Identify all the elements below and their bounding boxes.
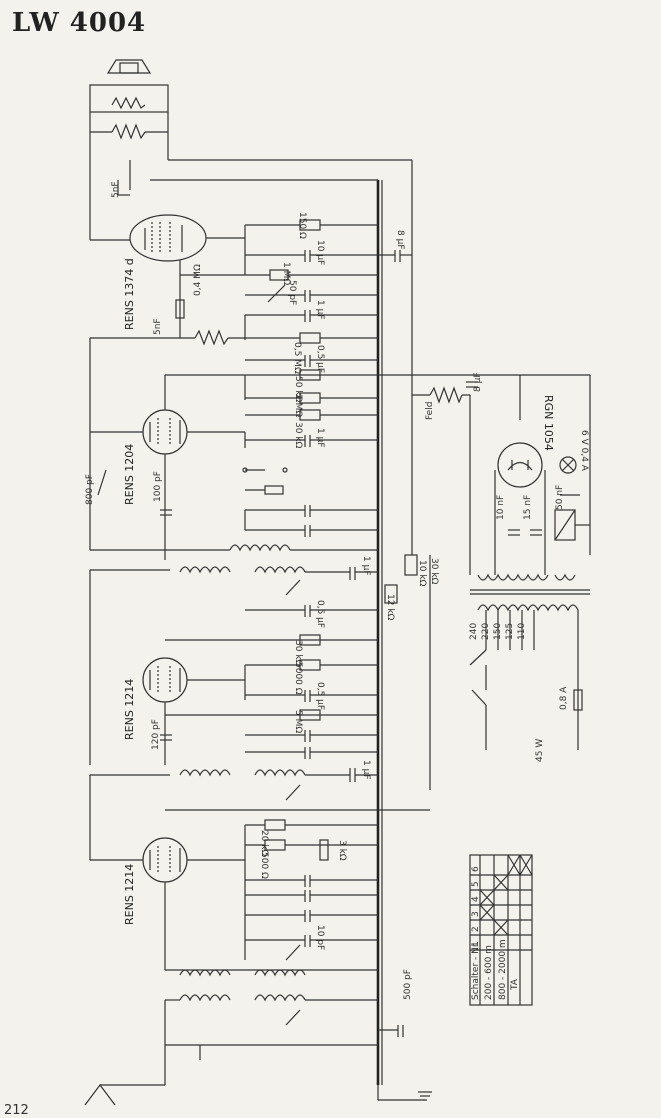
label-lamp: 6 V 0,4 A (579, 430, 589, 472)
tube-label-output: RENS 1374 d (123, 258, 136, 330)
label-20kO: 20 kΩ (259, 830, 269, 857)
tube-rectifier (497, 442, 543, 488)
label-1uF-c: 1 μF (361, 556, 371, 576)
switch-table-row-3: TA (510, 978, 520, 991)
tap-220: 220 (481, 623, 491, 640)
label-fuse: 0,8 A (559, 686, 569, 710)
label-30kO-b: 30 kΩ (429, 558, 439, 585)
switch-table-header-label: Schalter - Nr. (471, 941, 481, 1000)
label-500-ohm: 500 Ω (259, 852, 269, 879)
page-title: LW 4004 (12, 8, 147, 38)
label-30kO-c: 30 kΩ (293, 640, 303, 667)
tube-label-rectifier: RGN 1054 (542, 395, 555, 451)
label-50kO: 50 kΩ (293, 376, 303, 403)
label-1uF-b: 1 μF (315, 428, 325, 448)
svg-text:2: 2 (471, 926, 481, 932)
label-power: 45 W (535, 739, 545, 762)
ground-icon (377, 1085, 432, 1101)
label-150-ohm: 150 Ω (297, 212, 307, 239)
label-10pF: 10 pF (315, 925, 325, 950)
page-number: 212 (4, 1103, 29, 1118)
label-field: Feld (425, 402, 435, 420)
tap-110: 110 (517, 623, 527, 640)
svg-text:4: 4 (471, 896, 481, 902)
label-10uF: 10 μF (315, 240, 325, 265)
tube-output (129, 214, 207, 262)
loudspeaker-icon (89, 59, 169, 113)
tube-rf-amplifier (142, 837, 188, 883)
antenna-icon (84, 1084, 165, 1106)
tube-detector (142, 409, 188, 455)
tap-150: 150 (493, 623, 503, 640)
tube-label-if-amplifier: RENS 1214 (123, 679, 136, 740)
switch-table: Schalter - Nr. 1 2 3 4 5 6 200 - 600 m 8… (469, 854, 533, 1006)
label-100pF: 100 pF (153, 471, 163, 502)
tube-label-detector: RENS 1204 (123, 444, 136, 505)
label-50nF: 50 nF (555, 485, 565, 510)
label-8uF-top: 8 μF (395, 230, 405, 250)
label-05MO: 0,5 MΩ (292, 342, 302, 374)
label-1uF-a: 1 μF (315, 300, 325, 320)
label-12kO: 12 kΩ (385, 594, 395, 621)
tap-125: 125 (505, 623, 515, 640)
label-8uF-mid: 8 μF (473, 373, 483, 393)
tube-label-rf-amplifier: RENS 1214 (123, 864, 136, 925)
label-5000-ohm: 5000 Ω (293, 662, 303, 695)
label-04MO: 0,4 MΩ (193, 264, 203, 296)
label-500pF: 500 pF (403, 969, 413, 1000)
svg-text:5: 5 (471, 881, 481, 887)
label-5nF-mid: 5nF (153, 318, 163, 335)
label-30kO: 30 kΩ (293, 422, 303, 449)
label-50pF: 50 pF (287, 280, 297, 305)
label-3kO: 3 kΩ (337, 840, 347, 861)
label-120pF: 120 pF (151, 719, 161, 750)
label-10kO: 10 kΩ (417, 560, 427, 587)
svg-text:1: 1 (471, 941, 481, 947)
label-1MO: 1 MΩ (281, 262, 291, 285)
label-05uF-c: 0,5 μF (315, 682, 325, 710)
label-05uF-a: 0,5 μF (315, 345, 325, 373)
switch-table-row-1: 200 - 600 m (484, 945, 494, 1000)
tap-240: 240 (469, 623, 479, 640)
svg-text:3: 3 (471, 911, 481, 917)
label-15nF: 15 nF (523, 495, 533, 520)
label-05uF-b: 0,5 μF (315, 600, 325, 628)
label-5MO: 5 MΩ (293, 710, 303, 733)
switch-table-row-2: 800 - 2000 m (498, 939, 508, 1000)
svg-text:6: 6 (471, 866, 481, 872)
pilot-lamp-icon (559, 456, 577, 474)
label-5nF-top: 5nF (111, 181, 121, 198)
label-10nF: 10 nF (496, 495, 506, 520)
label-2MO: 2 MΩ (293, 394, 303, 417)
tube-if-amplifier (142, 657, 188, 703)
label-1uF-d: 1 μF (361, 760, 371, 780)
